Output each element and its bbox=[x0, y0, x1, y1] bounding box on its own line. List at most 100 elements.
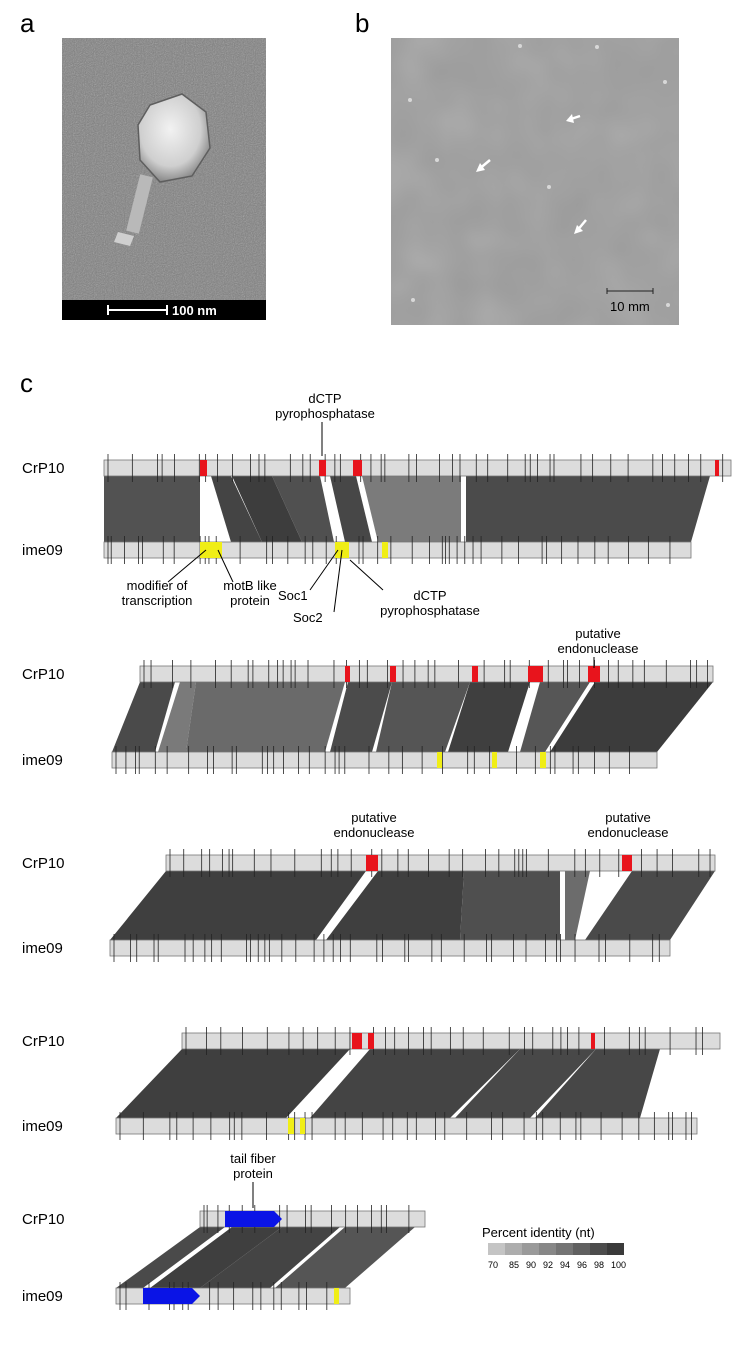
crp10-genome-track bbox=[139, 665, 714, 683]
tail-fiber-gene-crp10 bbox=[225, 1211, 282, 1227]
crp10-genome-track bbox=[181, 1032, 721, 1050]
crp10-unique-gene bbox=[591, 1033, 595, 1049]
ime09-unique-gene bbox=[300, 1118, 305, 1134]
genome-alignment bbox=[103, 454, 732, 1310]
ime09-genome-track bbox=[115, 1117, 698, 1135]
alignment-row-3 bbox=[109, 849, 716, 962]
alignment-row-2 bbox=[111, 660, 714, 774]
similarity-band bbox=[460, 871, 560, 940]
ime09-unique-gene bbox=[288, 1118, 294, 1134]
similarity-band bbox=[466, 476, 710, 542]
similarity-band bbox=[520, 682, 590, 752]
legend-tick: 90 bbox=[526, 1260, 536, 1270]
similarity-band bbox=[272, 476, 334, 542]
similarity-band bbox=[200, 1227, 340, 1288]
similarity-band bbox=[158, 682, 196, 752]
tem-micrograph: 100 nm bbox=[62, 38, 266, 320]
similarity-band bbox=[310, 1049, 520, 1118]
track-label-ime09: ime09 bbox=[22, 1118, 63, 1135]
ime09-genome-track bbox=[111, 751, 658, 769]
track-label-crp10: CrP10 bbox=[22, 666, 65, 683]
track-label-crp10: CrP10 bbox=[22, 1033, 65, 1050]
legend-swatch bbox=[607, 1243, 624, 1255]
panel-label-c: c bbox=[20, 368, 33, 398]
similarity-band bbox=[565, 871, 590, 940]
tail-fiber-gene-ime09 bbox=[143, 1288, 200, 1304]
legend-swatch bbox=[556, 1243, 573, 1255]
ime09-unique-gene bbox=[492, 752, 497, 768]
track-label-ime09: ime09 bbox=[22, 1288, 63, 1305]
similarity-band bbox=[376, 682, 470, 752]
phage-tail bbox=[126, 174, 153, 234]
legend-tick: 100 bbox=[611, 1260, 626, 1270]
phage-baseplate bbox=[114, 232, 134, 246]
ime09-genome-track bbox=[109, 939, 671, 957]
legend-swatch bbox=[539, 1243, 556, 1255]
crp10-unique-gene bbox=[472, 666, 478, 682]
legend-swatch bbox=[488, 1243, 505, 1255]
crp10-unique-gene bbox=[200, 460, 207, 476]
similarity-band bbox=[362, 476, 461, 542]
scale-bar-label-a: 100 nm bbox=[172, 303, 217, 318]
similarity-band bbox=[535, 1049, 660, 1118]
legend-tick: 94 bbox=[560, 1260, 570, 1270]
track-labels: CrP10ime09CrP10ime09CrP10ime09CrP10ime09… bbox=[22, 460, 65, 1305]
panel-label-b: b bbox=[355, 8, 370, 38]
similarity-band bbox=[455, 1049, 596, 1118]
crp10-unique-gene bbox=[528, 666, 543, 682]
similarity-band bbox=[330, 682, 392, 752]
phage-capsid bbox=[137, 93, 211, 183]
ime09-unique-gene bbox=[437, 752, 442, 768]
alignment-row-1 bbox=[103, 454, 732, 564]
annotation-soc1: Soc1 bbox=[278, 588, 308, 603]
similarity-band bbox=[550, 682, 713, 752]
similarity-band bbox=[232, 476, 302, 542]
crp10-unique-gene bbox=[368, 1033, 374, 1049]
ime09-unique-gene bbox=[540, 752, 546, 768]
similarity-band bbox=[448, 682, 530, 752]
ime09-unique-gene bbox=[382, 542, 388, 558]
scale-bar-label-b: 10 mm bbox=[610, 299, 650, 314]
track-label-ime09: ime09 bbox=[22, 940, 63, 957]
legend-tick: 70 bbox=[488, 1260, 498, 1270]
panel-label-a: a bbox=[20, 8, 35, 38]
similarity-band bbox=[104, 476, 200, 542]
similarity-band bbox=[585, 871, 715, 940]
crp10-unique-gene bbox=[352, 1033, 362, 1049]
legend-swatch bbox=[505, 1243, 522, 1255]
track-label-crp10: CrP10 bbox=[22, 855, 65, 872]
legend-swatch bbox=[522, 1243, 539, 1255]
legend-swatch bbox=[590, 1243, 607, 1255]
legend-tick: 85 bbox=[509, 1260, 519, 1270]
crp10-unique-gene bbox=[366, 855, 378, 871]
alignment-row-4 bbox=[115, 1027, 721, 1140]
track-label-ime09: ime09 bbox=[22, 752, 63, 769]
track-label-ime09: ime09 bbox=[22, 542, 63, 559]
alignment-row-5 bbox=[115, 1205, 426, 1310]
crp10-genome-track bbox=[103, 459, 732, 477]
ime09-genome-track bbox=[103, 541, 692, 559]
legend-title: Percent identity (nt) bbox=[482, 1225, 595, 1240]
crp10-genome-track bbox=[165, 854, 716, 872]
crp10-unique-gene bbox=[588, 666, 600, 682]
annotation-soc2: Soc2 bbox=[293, 610, 323, 625]
crp10-unique-gene bbox=[622, 855, 632, 871]
track-label-crp10: CrP10 bbox=[22, 1211, 65, 1228]
similarity-band bbox=[116, 1227, 225, 1288]
crp10-unique-gene bbox=[319, 460, 326, 476]
similarity-band bbox=[150, 1227, 282, 1288]
legend-tick: 96 bbox=[577, 1260, 587, 1270]
crp10-unique-gene bbox=[390, 666, 396, 682]
similarity-band bbox=[110, 871, 366, 940]
similarity-band bbox=[186, 682, 345, 752]
similarity-band bbox=[326, 871, 464, 940]
